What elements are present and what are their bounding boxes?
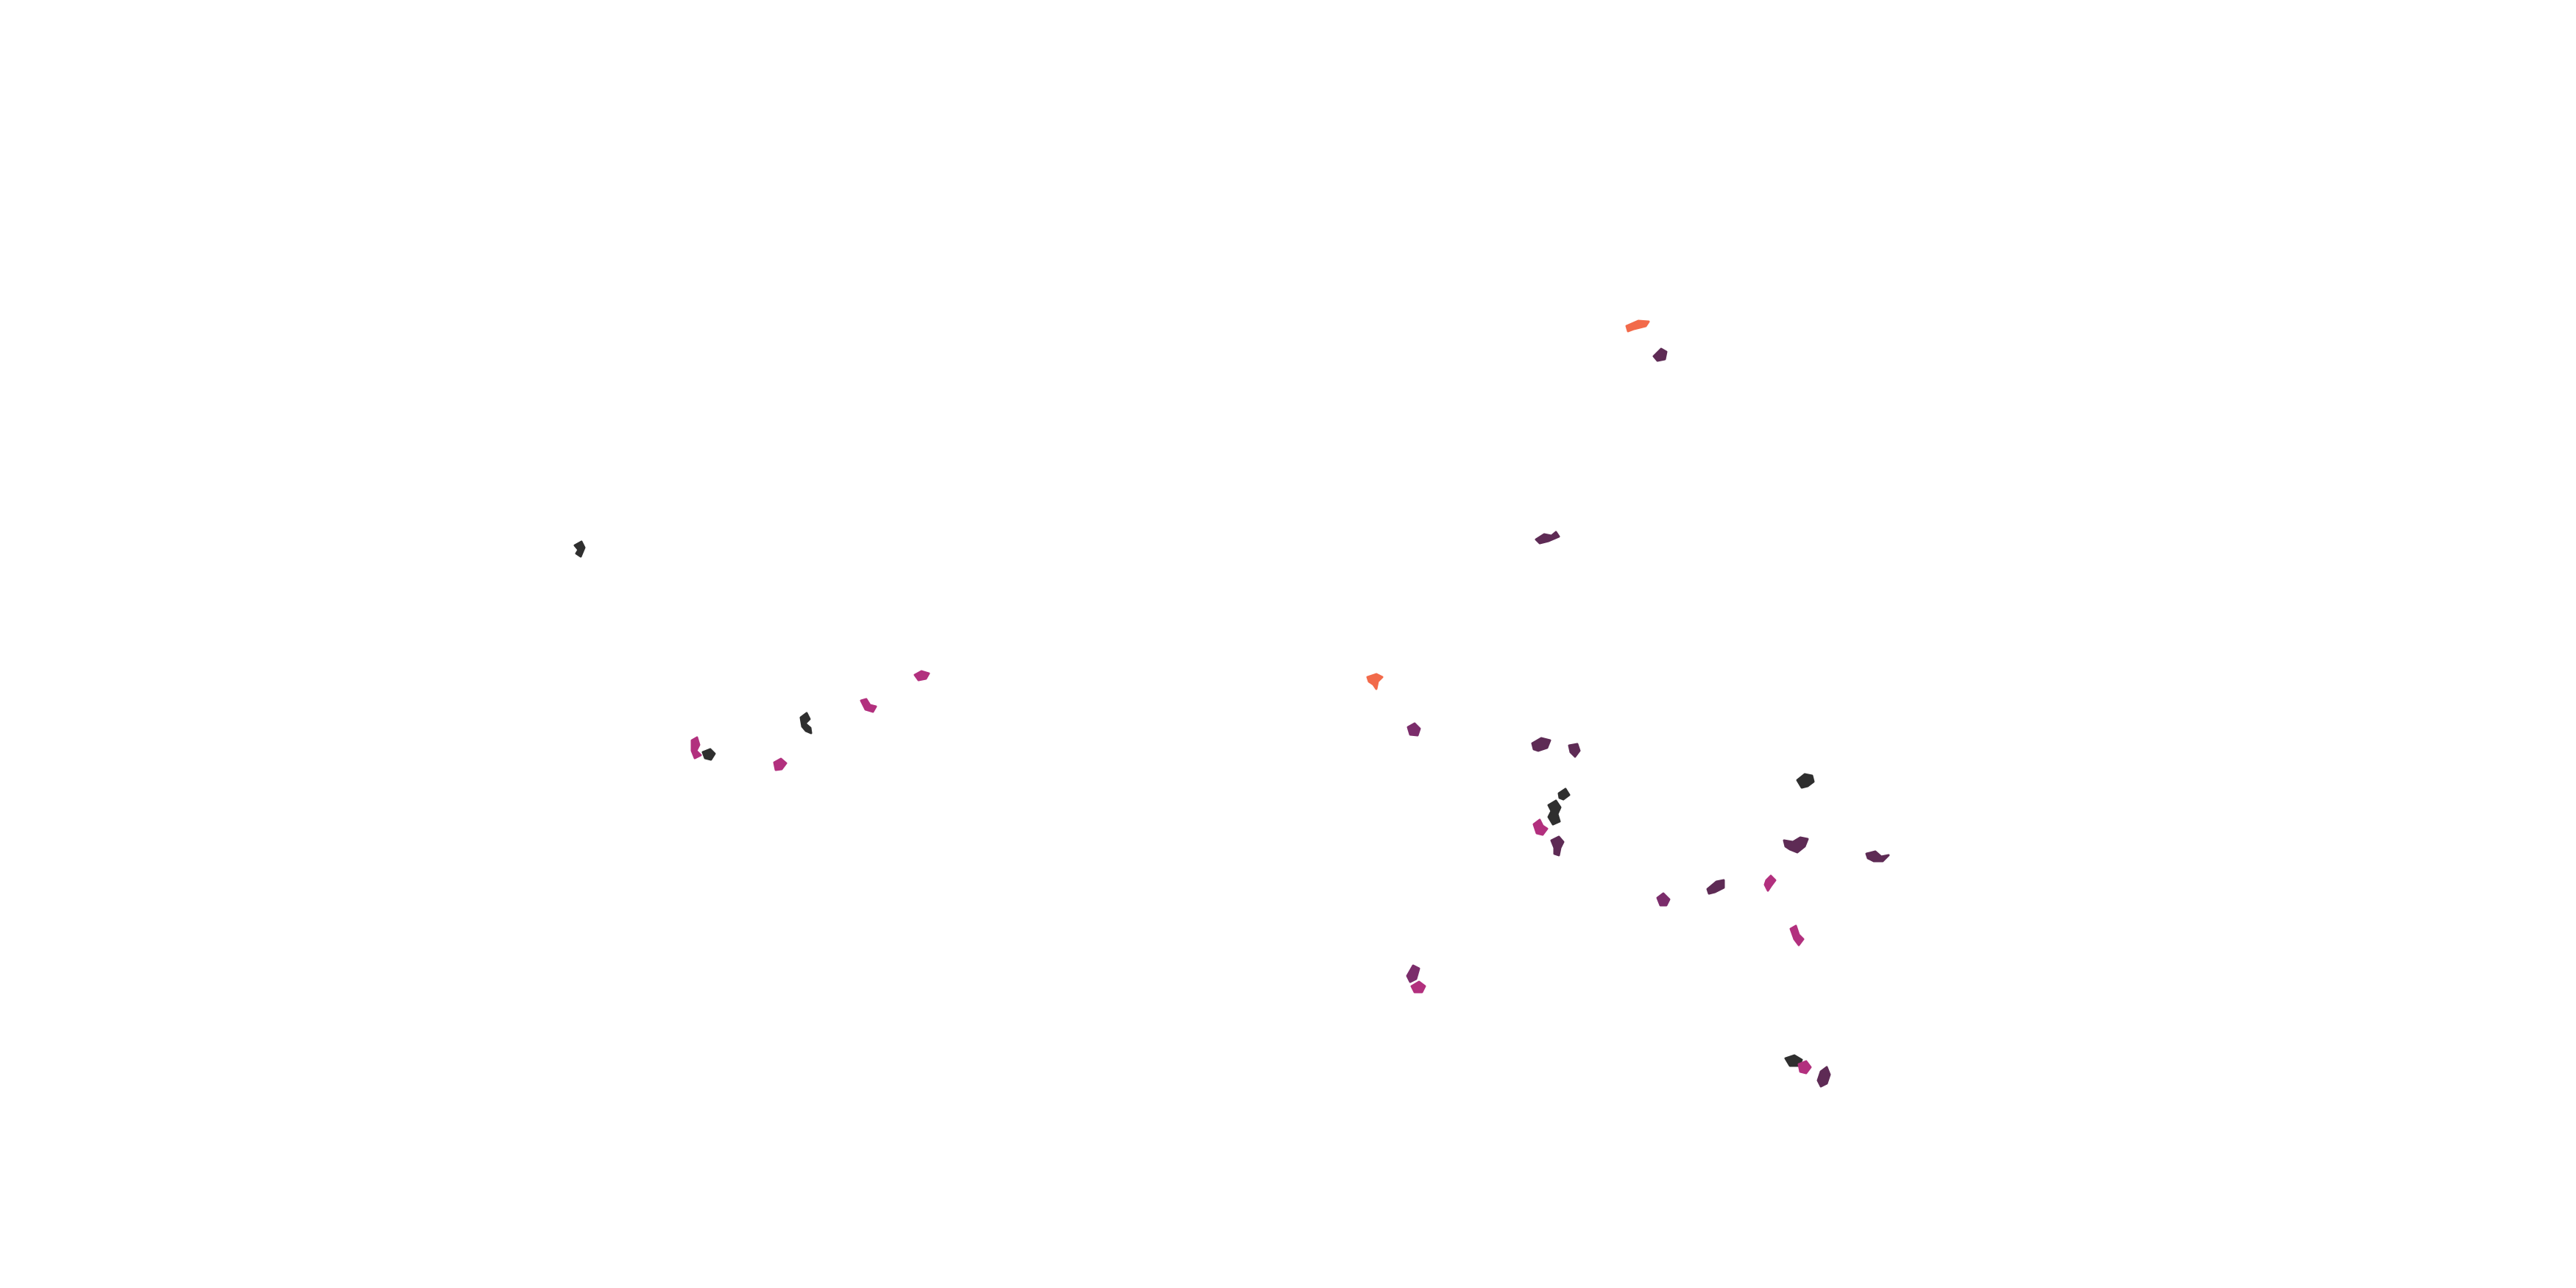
map-region[interactable] <box>1547 799 1562 826</box>
map-region[interactable] <box>701 748 716 761</box>
map-region[interactable] <box>690 736 702 760</box>
map-region[interactable] <box>1652 347 1668 362</box>
map-region[interactable] <box>773 757 788 771</box>
map-region[interactable] <box>860 698 877 713</box>
map-region[interactable] <box>1797 1060 1812 1075</box>
map-region[interactable] <box>573 540 586 558</box>
map-region[interactable] <box>1410 980 1426 994</box>
map-region[interactable] <box>1568 743 1581 758</box>
map-region[interactable] <box>1532 818 1549 836</box>
map-region[interactable] <box>1557 788 1571 801</box>
map-region[interactable] <box>1625 319 1650 333</box>
map-region[interactable] <box>1763 874 1777 892</box>
map-region[interactable] <box>1550 835 1565 857</box>
map-region[interactable] <box>1783 836 1809 854</box>
map-region[interactable] <box>1706 879 1725 895</box>
map-region[interactable] <box>1531 737 1551 752</box>
map-region[interactable] <box>1656 892 1671 907</box>
map-region[interactable] <box>913 670 930 682</box>
map-region[interactable] <box>1865 850 1890 863</box>
map-region[interactable] <box>1406 722 1421 737</box>
map-region[interactable] <box>1789 924 1805 946</box>
map-region[interactable] <box>1366 673 1384 690</box>
map-region[interactable] <box>799 712 813 735</box>
map-region[interactable] <box>1796 773 1815 789</box>
map-region[interactable] <box>1406 964 1420 983</box>
map-region[interactable] <box>1535 531 1560 545</box>
map-region[interactable] <box>1816 1066 1831 1088</box>
